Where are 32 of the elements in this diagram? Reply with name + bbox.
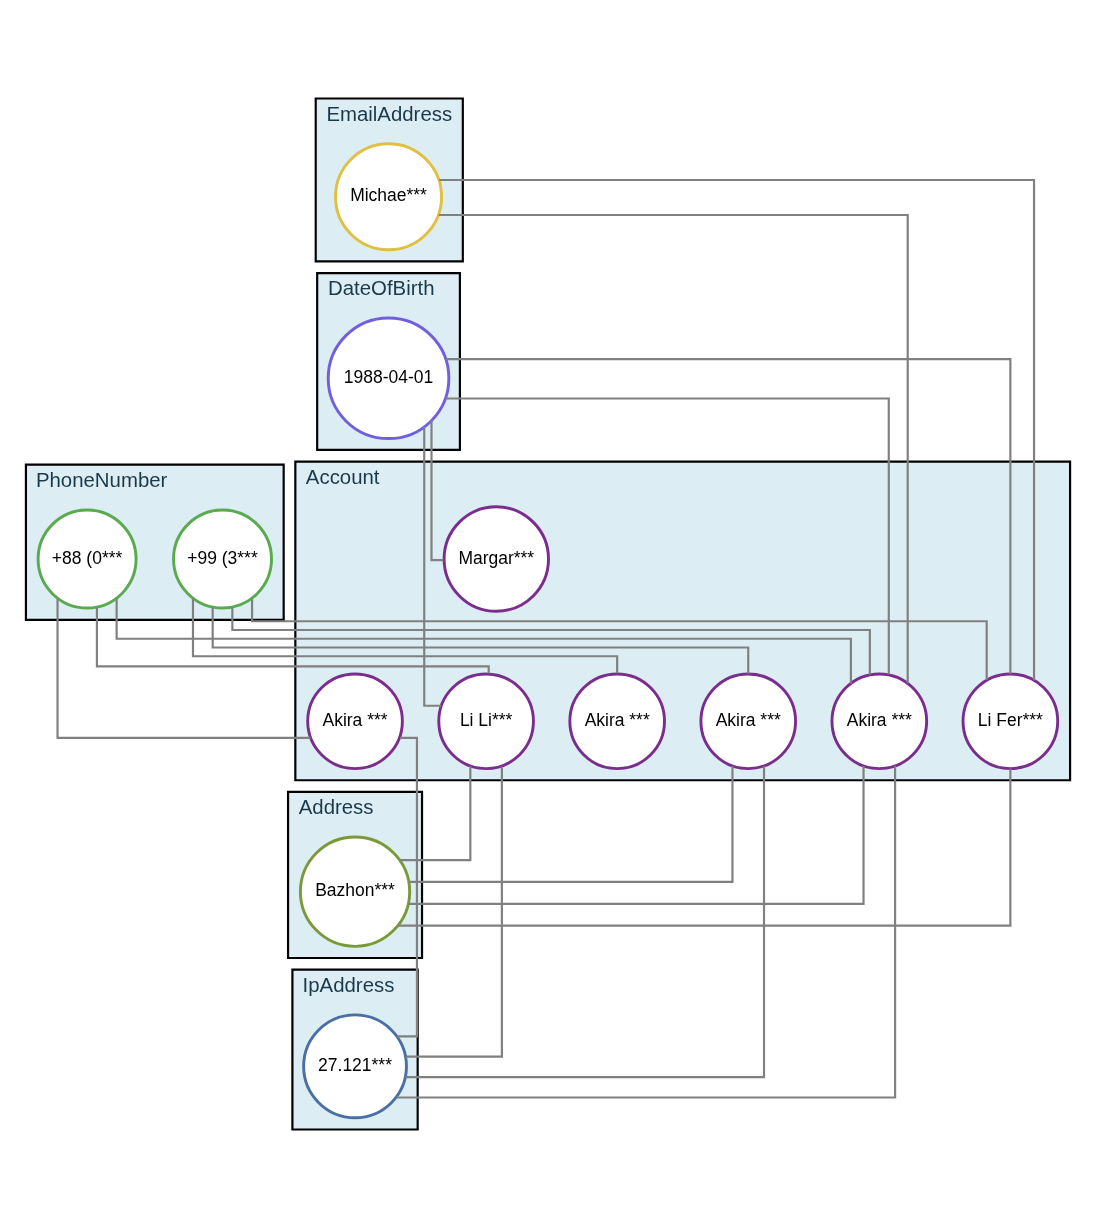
connector bbox=[409, 766, 734, 884]
connector bbox=[408, 765, 865, 905]
node-circle: 1988-04-01 bbox=[326, 316, 451, 441]
node-circle: Akira *** bbox=[699, 672, 798, 771]
connector bbox=[405, 766, 766, 1079]
node-circle: Bazhon*** bbox=[298, 835, 412, 948]
connector bbox=[396, 765, 897, 1099]
node-circle: Li Fer*** bbox=[961, 672, 1060, 771]
node-circle: 27.121*** bbox=[302, 1013, 408, 1120]
connector bbox=[191, 598, 619, 674]
connector bbox=[95, 607, 490, 674]
connector bbox=[231, 607, 871, 675]
connector bbox=[211, 607, 750, 674]
node-circle: Akira *** bbox=[830, 672, 929, 771]
node-circle: Akira *** bbox=[568, 672, 666, 771]
node-circle: +88 (0*** bbox=[36, 508, 138, 610]
node-circle: +99 (3*** bbox=[172, 508, 273, 610]
connector bbox=[115, 598, 852, 684]
connector bbox=[406, 766, 503, 1058]
connector bbox=[438, 213, 909, 684]
node-circle: Michae*** bbox=[334, 142, 443, 252]
node-circle: Akira *** bbox=[306, 672, 404, 771]
connector bbox=[430, 420, 444, 562]
node-circle: Margar*** bbox=[442, 505, 550, 613]
connector bbox=[398, 768, 1012, 927]
connector bbox=[445, 397, 890, 675]
connector bbox=[399, 766, 472, 862]
connector bbox=[439, 178, 1036, 681]
connector bbox=[251, 598, 988, 681]
connector bbox=[56, 598, 311, 739]
node-circle: Li Li*** bbox=[437, 672, 535, 771]
connector bbox=[445, 358, 1012, 674]
